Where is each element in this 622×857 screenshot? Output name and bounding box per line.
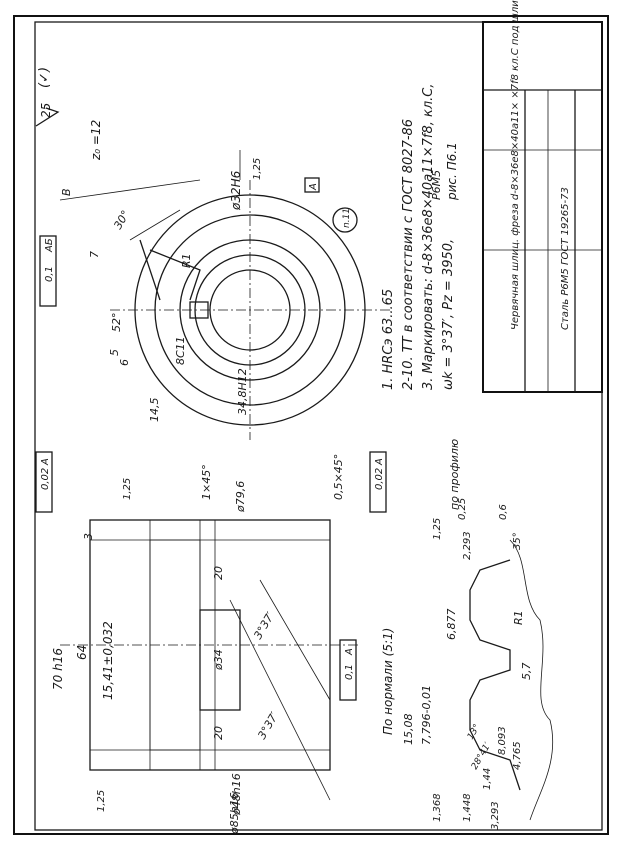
profile-dim-2293: 2,293 [462, 531, 473, 560]
profile-angle-a: 28°41′ [470, 741, 493, 772]
side-chamfer-1: 1×45° [200, 464, 213, 500]
finish-125a: 1,25 [122, 478, 133, 500]
profile-dim-57: 5,7 [520, 663, 533, 681]
end-keyway: 8C11 [174, 336, 187, 365]
side-len-64: 64 [75, 645, 89, 660]
profile-note: по профилю [448, 439, 461, 510]
general-finish-paren: (✓) [37, 67, 52, 88]
profile-dim-144: 1,44 [482, 768, 493, 790]
profile-break-line [509, 539, 554, 821]
end-view-b: B [60, 188, 73, 196]
inner-frame [34, 21, 603, 831]
profile-dim-06: 0,6 [498, 504, 509, 520]
note-figure-ref: рис. П6.1 [445, 142, 459, 201]
profile-dim-1508: 15,08 [402, 714, 415, 746]
end-angle-flute: 30° [111, 208, 132, 231]
side-len-1541: 15,41±0,032 [101, 621, 115, 700]
tol-mid: 0,1 [344, 664, 355, 680]
side-len-total: 70 h16 [51, 648, 65, 690]
side-dim-3: 3 [82, 533, 95, 540]
profile-dim-025: 0,25 [457, 498, 468, 520]
profile-dim-3293: 3,293 [490, 801, 501, 830]
profile-dim-1448: 1,448 [462, 793, 473, 822]
title-block-name: Червячная шлиц. фреза d-8×36е8×40а11× ×7… [510, 0, 521, 330]
profile-dim-35: 35° [512, 532, 523, 550]
end-dim-6: 6 [118, 359, 131, 366]
side-dim-20a: 20 [212, 566, 225, 580]
end-view: ø32H6 34,8H12 R1 30° 52° 7 5 6 8C11 14,5… [39, 150, 390, 440]
profile-dim-8093: 8,093 [497, 726, 508, 755]
note-line2: 2-10. ТТ в соответствии с ГОСТ 8027-86 [401, 119, 416, 390]
end-section-label: n.11 [342, 208, 352, 228]
note-material-small: Р6М5 [430, 170, 443, 200]
flute-count: z₀ =12 [89, 120, 103, 161]
side-dim-20b: 20 [212, 726, 225, 740]
general-finish-value: 25 [39, 103, 53, 118]
profile-dim-7796: 7,796-0,01 [420, 685, 433, 745]
title-block: Червячная шлиц. фреза d-8×36е8×40а11× ×7… [482, 0, 603, 393]
end-dim-5: 5 [108, 349, 121, 356]
end-finish-125: 1,25 [252, 158, 263, 180]
end-radius: R1 [180, 253, 193, 268]
note-line1: 1. HRCэ 63...65 [381, 289, 396, 390]
end-runout: 0,1 [44, 266, 55, 282]
finish-125b: 1,25 [96, 790, 107, 812]
profile-dim-r1: R1 [512, 610, 525, 625]
end-hub-dim: 34,8H12 [236, 368, 249, 415]
end-datum-a: A [308, 183, 319, 191]
tol-mid-ref: А [344, 648, 355, 656]
side-dia-85: ø85h16 [228, 792, 241, 835]
title-block-material: Сталь Р6М5 ГОСТ 19265-73 [560, 187, 571, 330]
end-dim-145: 14,5 [148, 398, 161, 423]
side-bore-34: ø34 [212, 649, 225, 671]
end-runout-ref: АБ [44, 238, 55, 253]
tol-top-right-ref: А [374, 458, 385, 466]
tol-top-left-ref: А [40, 458, 51, 466]
side-view: 70 h16 64 15,41±0,032 3 20 20 ø34 ø79,6 … [35, 451, 387, 835]
profile-angle-b: 13° [466, 723, 483, 742]
drawing-content: 25 (✓) z₀ =12 ø32H6 34,8H12 R1 30° 52° 7 [35, 67, 554, 835]
profile-dim-6877: 6,877 [445, 609, 458, 641]
profile-detail: По нормали (5:1) по профилю 1,25 15,08 7… [381, 439, 554, 830]
end-dim-7: 7 [88, 251, 101, 258]
notes: 1. HRCэ 63...65 2-10. ТТ в соответствии … [381, 84, 459, 391]
end-bore-dim: ø32H6 [229, 170, 243, 211]
side-angle-a: 3°37′ [251, 609, 277, 641]
sheet-frame [13, 15, 609, 835]
profile-dim-1368: 1,368 [432, 793, 443, 822]
side-dia-48: ø48h16 [230, 773, 243, 816]
tol-top-right: 0,02 [374, 468, 385, 490]
profile-finish: 1,25 [432, 518, 443, 540]
note-line4: ωk = 3°37′, Рz = 3950, [441, 239, 456, 390]
profile-title: По нормали (5:1) [381, 628, 395, 735]
finish-tick-symbol [35, 107, 60, 127]
end-angle-relief: 52° [110, 313, 123, 333]
tol-top-left: 0,02 [40, 468, 51, 490]
note-line3: 3. Маркировать: d-8×36е8×40а11×7f8, кл.С… [421, 84, 436, 391]
profile-outline [469, 559, 521, 791]
side-dia-796: ø79,6 [234, 481, 247, 513]
side-chamfer-2: 0,5×45° [332, 454, 345, 500]
profile-dim-4765: 4,765 [512, 741, 523, 770]
side-angle-b: 3°37′ [255, 709, 281, 741]
